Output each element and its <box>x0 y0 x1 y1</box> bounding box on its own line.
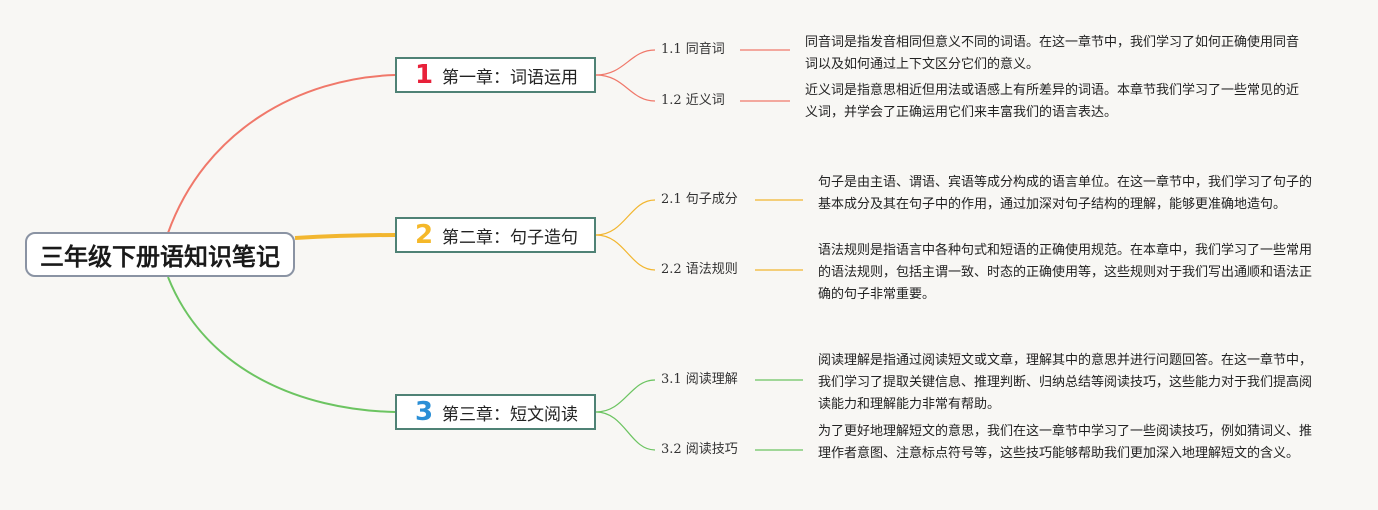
subtopic-3-2[interactable]: 3.2 阅读技巧 <box>661 442 738 457</box>
chapter-1-title: 第一章：词语运用 <box>442 67 578 88</box>
chapter-3-node[interactable]: 3 第三章：短文阅读 <box>395 394 596 430</box>
chapter-1-node[interactable]: 1 第一章：词语运用 <box>395 57 596 93</box>
connector-ch1-sub2 <box>595 74 656 102</box>
description-1-1: 同音词是指发音相同但意义不同的词语。在这一章节中，我们学习了如何正确使用同音词以… <box>805 35 1300 72</box>
root-topic[interactable]: 三年级下册语知识笔记 <box>25 232 295 277</box>
connector-root-ch2 <box>294 233 396 240</box>
subtopic-1-2[interactable]: 1.2 近义词 <box>661 93 725 108</box>
connector-root-ch3 <box>167 276 396 413</box>
connector-ch2-sub1 <box>595 199 656 236</box>
root-title: 三年级下册语知识笔记 <box>40 243 280 271</box>
chapter-2-node[interactable]: 2 第二章：句子造句 <box>395 217 596 253</box>
description-1-2: 近义词是指意思相近但用法或语感上有所差异的词语。本章节我们学习了一些常见的近义词… <box>805 83 1300 120</box>
description-3-2: 为了更好地理解短文的意思，我们在这一章节中学习了一些阅读技巧，例如猜词义、推理作… <box>818 424 1313 461</box>
subtopic-2-2[interactable]: 2.2 语法规则 <box>661 262 738 277</box>
chapter-1-number-icon: 1 <box>415 60 434 90</box>
subtopic-3-1[interactable]: 3.1 阅读理解 <box>661 372 738 387</box>
subtopic-2-1[interactable]: 2.1 句子成分 <box>661 192 738 207</box>
chapter-2-title: 第二章：句子造句 <box>442 227 578 248</box>
connector-ch2-sub2 <box>595 234 656 271</box>
chapter-3-number-icon: 3 <box>415 397 434 427</box>
chapter-2-number-icon: 2 <box>415 220 434 250</box>
connector-ch1-sub1 <box>595 49 656 76</box>
connector-ch3-sub1 <box>595 379 656 413</box>
description-3-1: 阅读理解是指通过阅读短文或文章，理解其中的意思并进行问题回答。在这一章节中，我们… <box>818 353 1313 412</box>
description-2-1: 句子是由主语、谓语、宾语等成分构成的语言单位。在这一章节中，我们学习了句子的基本… <box>818 175 1313 212</box>
chapter-3-title: 第三章：短文阅读 <box>442 404 578 425</box>
description-2-2: 语法规则是指语言中各种句式和短语的正确使用规范。在本章中，我们学习了一些常用的语… <box>818 243 1313 302</box>
subtopic-1-1[interactable]: 1.1 同音词 <box>661 42 725 57</box>
connector-root-ch1 <box>167 74 396 234</box>
connector-ch3-sub2 <box>595 411 656 451</box>
